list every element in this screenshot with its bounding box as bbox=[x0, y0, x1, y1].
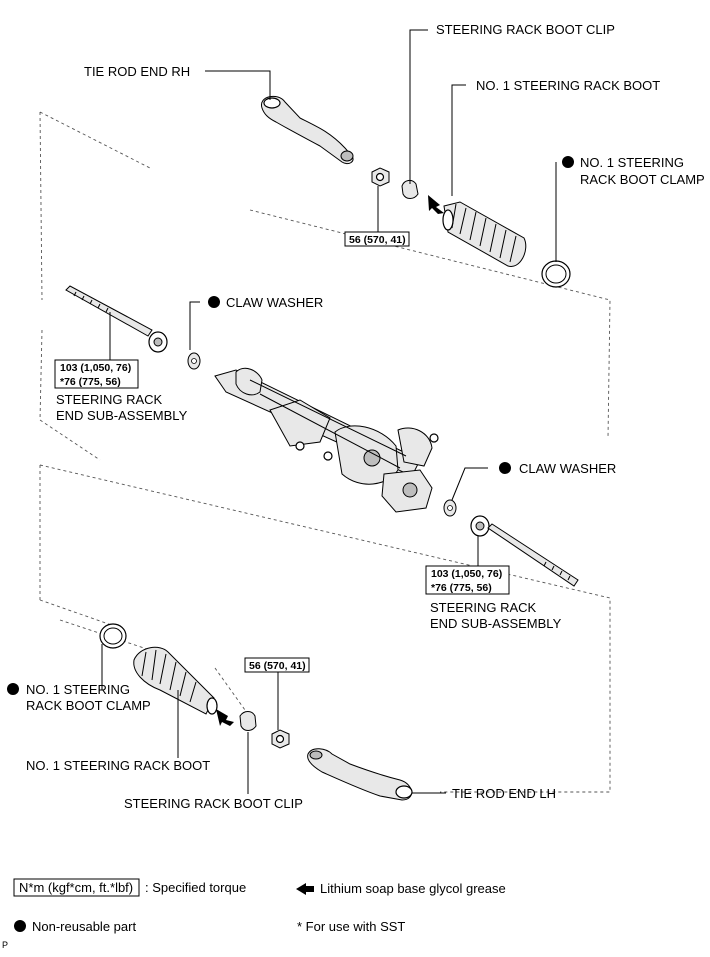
legend-non-reusable-icon bbox=[14, 920, 26, 932]
label-claw-washer-top: CLAW WASHER bbox=[226, 295, 323, 310]
claw-washer-top bbox=[187, 352, 201, 370]
legend-grease-arrow-icon bbox=[296, 883, 314, 895]
boot-clamp-bottom bbox=[99, 623, 127, 649]
label-rack-end-right-line1: STEERING RACK bbox=[430, 600, 537, 615]
legend-grease-desc: Lithium soap base glycol grease bbox=[320, 881, 506, 896]
steering-rack-end-left bbox=[65, 285, 168, 353]
legend-sst-desc: * For use with SST bbox=[297, 919, 405, 934]
legend-torque-box bbox=[13, 878, 140, 897]
steering-rack-boot-bottom bbox=[133, 646, 218, 715]
non-reusable-mark-clamp-top bbox=[562, 156, 574, 168]
torque-box-lh-nut bbox=[244, 657, 310, 673]
label-boot-clip-top: STEERING RACK BOOT CLIP bbox=[436, 22, 615, 37]
torque-box-rack-end-right bbox=[425, 565, 510, 595]
legend: N*m (kgf*cm, ft.*lbf) : Specified torque… bbox=[13, 878, 506, 934]
label-clamp-bottom-line2: RACK BOOT CLAMP bbox=[26, 698, 151, 713]
label-clamp-bottom-line1: NO. 1 STEERING bbox=[26, 682, 130, 697]
dashed-guide-lines bbox=[39, 111, 611, 793]
boot-clamp-top bbox=[541, 260, 571, 288]
lock-nut-lh bbox=[271, 729, 290, 749]
steering-rack-boot-top bbox=[442, 201, 527, 267]
label-claw-washer-right: CLAW WASHER bbox=[519, 461, 616, 476]
torque-rack-end-right-2: *76 (775, 56) bbox=[431, 582, 492, 594]
lock-nut-rh bbox=[371, 167, 390, 187]
grease-arrow-icon-bottom bbox=[216, 709, 234, 726]
leader-tie-rod-rh bbox=[205, 70, 271, 100]
legend-torque-box-text: N*m (kgf*cm, ft.*lbf) bbox=[19, 880, 133, 895]
non-reusable-mark-claw-top bbox=[208, 296, 220, 308]
torque-rh-nut: 56 (570, 41) bbox=[349, 234, 406, 246]
label-tie-rod-end-lh: TIE ROD END LH bbox=[452, 786, 556, 801]
label-boot-clip-bottom: STEERING RACK BOOT CLIP bbox=[124, 796, 303, 811]
boot-clip-top bbox=[401, 179, 419, 199]
steering-gear-housing bbox=[214, 367, 439, 513]
tie-rod-end-lh bbox=[307, 748, 413, 801]
torque-lh-nut: 56 (570, 41) bbox=[249, 660, 306, 672]
leader-claw-washer-top bbox=[189, 301, 200, 350]
label-tie-rod-end-rh: TIE ROD END RH bbox=[84, 64, 190, 79]
boot-clip-bottom bbox=[239, 711, 257, 731]
legend-torque-desc: : Specified torque bbox=[145, 880, 246, 895]
torque-rack-end-left-1: 103 (1,050, 76) bbox=[60, 362, 131, 374]
leader-claw-washer-right bbox=[451, 467, 488, 501]
label-rack-end-left-line1: STEERING RACK bbox=[56, 392, 163, 407]
torque-rack-end-left-2: *76 (775, 56) bbox=[60, 376, 121, 388]
legend-nonreusable-desc: Non-reusable part bbox=[32, 919, 136, 934]
torque-rack-end-right-1: 103 (1,050, 76) bbox=[431, 568, 502, 580]
claw-washer-right bbox=[443, 499, 457, 517]
steering-rack-end-right bbox=[470, 515, 579, 587]
torque-box-rh-nut bbox=[344, 231, 410, 247]
leader-boot-clip-top bbox=[409, 29, 428, 184]
torque-box-rack-end-left bbox=[54, 359, 139, 389]
label-rack-end-right-line2: END SUB-ASSEMBLY bbox=[430, 616, 562, 631]
label-clamp-top-line1: NO. 1 STEERING bbox=[580, 155, 684, 170]
label-boot-bottom: NO. 1 STEERING RACK BOOT bbox=[26, 758, 210, 773]
label-rack-end-left-line2: END SUB-ASSEMBLY bbox=[56, 408, 188, 423]
label-clamp-top-line2: RACK BOOT CLAMP bbox=[580, 172, 705, 187]
tie-rod-end-rh bbox=[261, 95, 354, 165]
leader-boot-top bbox=[451, 84, 466, 196]
grease-arrow-icon bbox=[428, 195, 444, 214]
label-boot-top: NO. 1 STEERING RACK BOOT bbox=[476, 78, 660, 93]
corner-mark: P bbox=[2, 940, 8, 950]
non-reusable-mark-claw-right bbox=[499, 462, 511, 474]
non-reusable-mark-clamp-bottom bbox=[7, 683, 19, 695]
